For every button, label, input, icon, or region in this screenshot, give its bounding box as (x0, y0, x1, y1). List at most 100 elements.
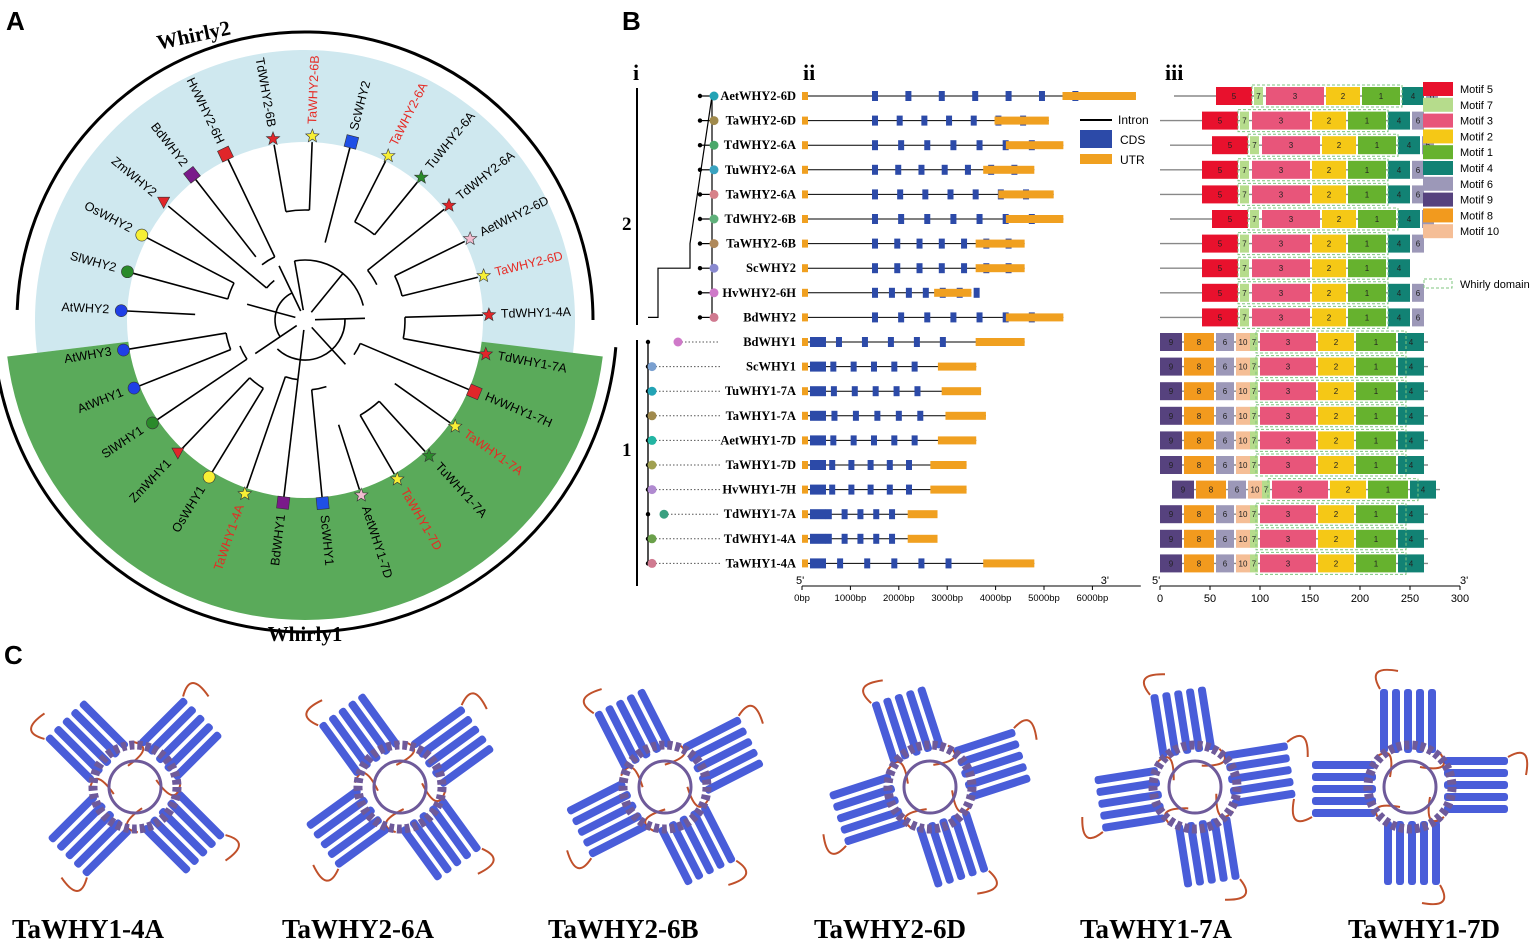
motif-block (1260, 431, 1316, 450)
motif-block (1398, 406, 1424, 425)
tip-dot (709, 214, 719, 224)
cds-block (850, 435, 857, 446)
cds-block (872, 386, 879, 397)
beta-strand (158, 808, 208, 857)
whirly-domain-box (1255, 379, 1407, 403)
tree-branch (239, 345, 248, 360)
utr-block (907, 510, 938, 519)
protein-structure-image (1291, 668, 1529, 906)
panel-c-letter: C (4, 640, 23, 670)
beta-strand (338, 707, 381, 762)
motif-axis-5prime: 5' (1152, 575, 1160, 587)
cds-block (891, 435, 898, 446)
motif-number: 6 (1416, 240, 1421, 249)
cds-block (1002, 140, 1009, 151)
beta-strand (1094, 767, 1159, 785)
motif-block (1262, 480, 1270, 499)
motif-block (1388, 259, 1410, 278)
beta-strand (409, 819, 452, 874)
cds-block (976, 214, 983, 224)
beta-strand (1174, 690, 1192, 754)
motif-number: 7 (1242, 289, 1247, 298)
motif-number: 4 (1409, 338, 1414, 347)
protein-structure-image (566, 688, 764, 886)
tree-branch (245, 376, 287, 489)
beta-strand (62, 717, 112, 766)
cds-block (939, 337, 946, 347)
motif-legend-swatch (1423, 161, 1453, 175)
motif-number: 7 (1252, 412, 1257, 421)
cds-block (851, 386, 858, 397)
beta-strand (1444, 781, 1508, 789)
motif-block (1216, 529, 1234, 548)
cds-block (874, 410, 881, 421)
beta-strand (1224, 742, 1288, 760)
leaf-label: BdWHY1 (268, 514, 288, 567)
cds-block (872, 164, 878, 175)
beta-strand (319, 721, 362, 776)
utr-block (1005, 313, 1064, 322)
circle-marker-icon (114, 304, 128, 317)
motif-number: 7 (1252, 436, 1257, 445)
beta-strand (1096, 778, 1161, 796)
cds-block (870, 435, 877, 446)
beta-strand (1222, 816, 1240, 880)
tree-branch (254, 324, 298, 355)
cds-block (867, 460, 874, 470)
star-marker-icon (380, 148, 396, 163)
motif-number: 1 (1365, 190, 1370, 199)
motif-block (1252, 234, 1310, 253)
motif-block (1160, 357, 1182, 376)
motif-number: 4 (1409, 387, 1414, 396)
motif-block (1250, 456, 1258, 474)
beta-strand (175, 791, 225, 840)
beta-strand (54, 726, 103, 775)
beta-strand (1228, 766, 1292, 784)
motif-number: 1 (1374, 412, 1379, 421)
motif-block (1236, 456, 1250, 474)
utr-block (802, 92, 808, 100)
cds-block (835, 337, 842, 347)
motif-block (1410, 480, 1436, 499)
cds-block (872, 238, 878, 249)
motif-number: 7 (1252, 461, 1257, 470)
motif-block (1318, 382, 1354, 401)
star-marker-icon (237, 486, 253, 501)
gene-name: TaWHY2-6D (726, 114, 796, 128)
cds-legend-label: CDS (1120, 133, 1145, 147)
cds-block (914, 386, 921, 397)
utr-block (934, 288, 972, 297)
motif-number: 10 (1239, 363, 1248, 372)
motif-legend-swatch (1423, 208, 1453, 223)
motif-block (1398, 529, 1424, 548)
motif-block (1388, 234, 1410, 253)
utr-block (907, 534, 938, 543)
motif-block (1240, 160, 1249, 179)
gene-name: AetWHY2-6D (720, 89, 796, 103)
utr-block (930, 461, 967, 469)
mini-tree (647, 95, 713, 564)
beta-sheet-blade (644, 804, 748, 886)
gene-name: TaWHY1-7D (726, 458, 796, 472)
tree-branch (283, 379, 299, 497)
cds-block (897, 189, 904, 200)
beta-sheet-blade (139, 682, 222, 797)
star-marker-icon (441, 197, 457, 212)
motif-number: 3 (1286, 412, 1291, 421)
motif-number: 1 (1386, 486, 1391, 495)
beta-strand (906, 690, 933, 753)
motif-block (1236, 333, 1250, 351)
beta-strand (566, 780, 626, 815)
motif-block (1236, 382, 1250, 401)
cds-block (1005, 91, 1012, 101)
motif-number: 4 (1397, 313, 1402, 322)
star-marker-icon (481, 307, 497, 322)
motif-block (1330, 480, 1366, 499)
structure-caption-6: TaWHY1-7D (1348, 914, 1501, 944)
motif-number: 3 (1279, 240, 1284, 249)
beta-sheet-blade (951, 719, 1038, 814)
motif-block (1318, 505, 1354, 524)
cds-block (872, 189, 878, 200)
motif-block (1312, 160, 1346, 179)
beta-strand (334, 825, 389, 868)
